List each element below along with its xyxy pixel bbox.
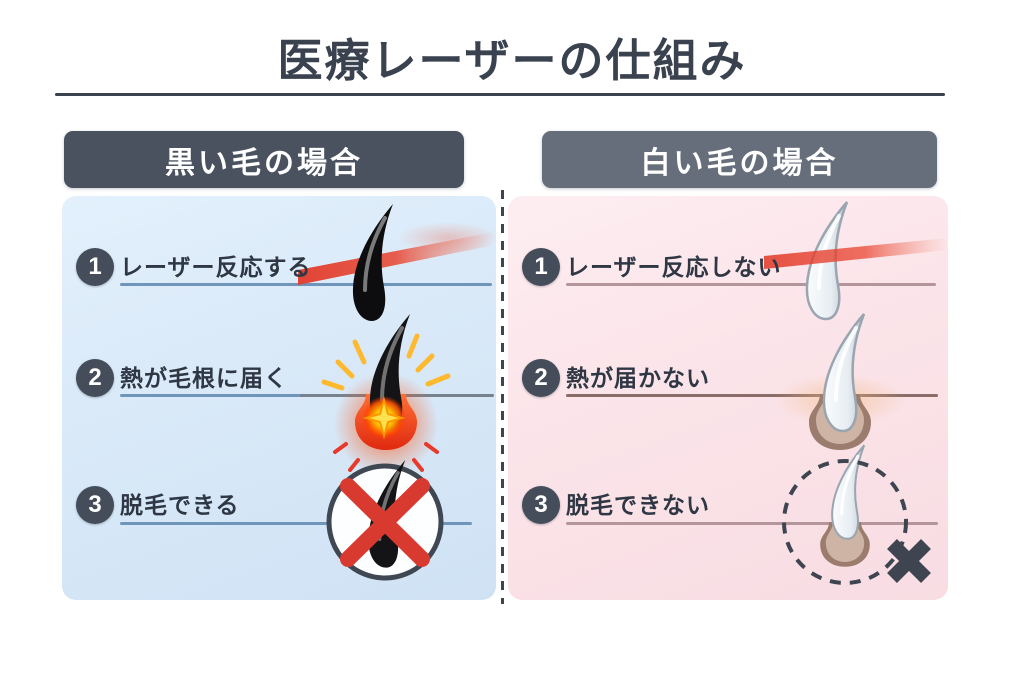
- skin-line: [566, 283, 936, 286]
- header-black-hair-case: 黒い毛の場合: [64, 131, 464, 188]
- hair-removed-crossmark-icon: [326, 460, 444, 581]
- skin-line: [566, 522, 938, 525]
- hair-remains-crossmark-icon: [782, 444, 931, 585]
- laser-hit-black-hair-icon: [298, 204, 498, 321]
- step-number-badge: 3: [522, 486, 560, 524]
- label-underline: [120, 394, 302, 397]
- laser-passes-white-hair-icon: [764, 201, 948, 321]
- panel-black-hair: 1 レーザー反応する 2 熱が毛: [62, 196, 498, 600]
- skin-line: [120, 522, 472, 525]
- skin-line: [120, 283, 492, 286]
- title-divider: [55, 93, 945, 96]
- header-white-hair-label: 白い毛の場合: [640, 146, 839, 180]
- step-label: 脱毛できない: [566, 492, 710, 518]
- step-number-badge: 1: [76, 248, 114, 286]
- page-title: 医療レーザーの仕組み: [277, 35, 747, 86]
- step-number-badge: 3: [76, 486, 114, 524]
- heat-reaches-root-icon: [321, 314, 451, 476]
- step-label: レーザー反応しない: [566, 254, 782, 280]
- step-label: 熱が届かない: [566, 365, 710, 391]
- panel-white-hair: 1 レーザー反応しない 2: [508, 196, 948, 600]
- step-label: 脱毛できる: [120, 492, 240, 518]
- header-white-hair-case: 白い毛の場合: [542, 131, 937, 188]
- not-removable-x-icon: [887, 539, 931, 583]
- step-number-badge: 2: [522, 359, 560, 397]
- header-black-hair-label: 黒い毛の場合: [165, 146, 363, 180]
- step-label: 熱が毛根に届く: [120, 365, 288, 391]
- step-number-badge: 1: [522, 248, 560, 286]
- skin-line: [566, 394, 938, 397]
- panel-divider-dashed-line: [501, 190, 504, 604]
- heat-not-reaching-root-icon: [774, 313, 906, 450]
- step-label: レーザー反応する: [120, 254, 312, 280]
- step-number-badge: 2: [76, 359, 114, 397]
